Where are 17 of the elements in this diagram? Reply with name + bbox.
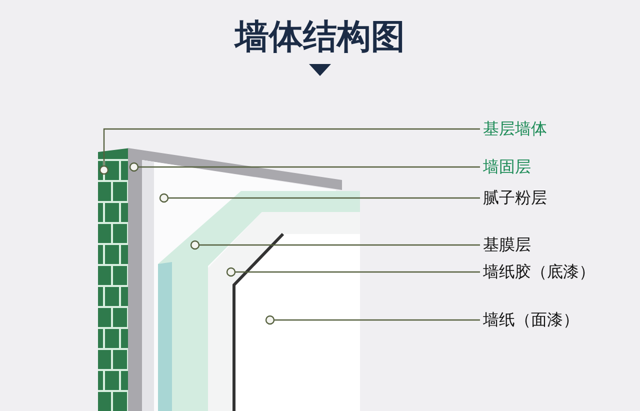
layer-label: 腻子粉层 — [483, 188, 547, 208]
leader-line — [190, 240, 480, 250]
layer-label: 基膜层 — [483, 235, 531, 255]
layer-label: 墙纸胶（底漆） — [483, 262, 595, 282]
leader-line — [129, 162, 480, 172]
leader-line — [99, 128, 480, 175]
title: 墙体结构图 — [233, 16, 406, 59]
wallpaper-layer — [230, 232, 362, 411]
brick-wall-drawing — [96, 148, 128, 411]
leader-line — [159, 193, 480, 203]
base-film-layer — [156, 189, 362, 411]
wallpaper-glue-layer — [206, 210, 362, 411]
layer-label: 墙纸（面漆） — [483, 310, 579, 330]
layer-label: 墙固层 — [483, 157, 531, 177]
leader-line — [265, 315, 480, 325]
layer-label: 基层墙体 — [483, 119, 547, 139]
leader-line — [226, 267, 480, 277]
